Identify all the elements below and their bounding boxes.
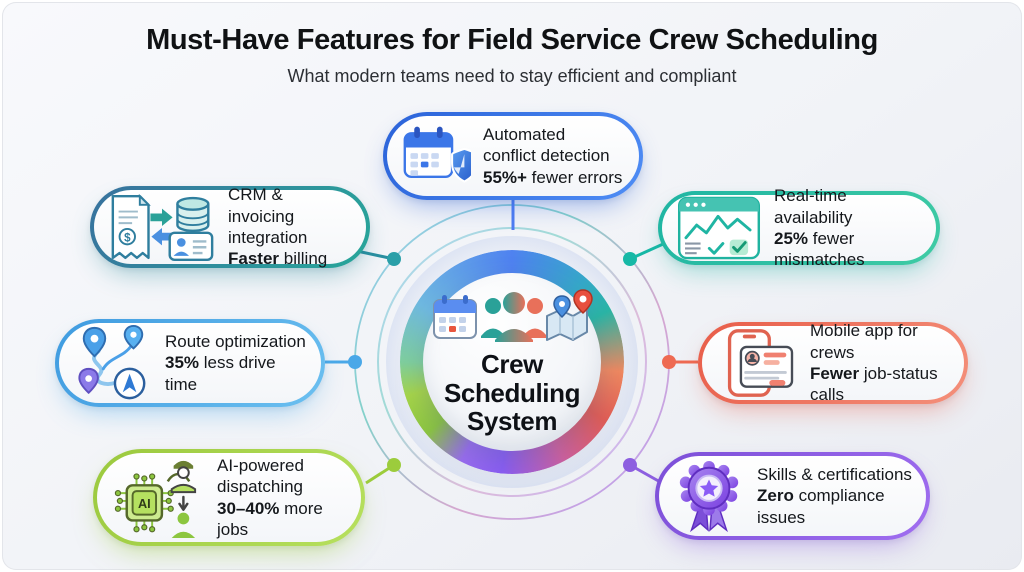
feature-stat-rest: less drive time <box>165 353 276 394</box>
feature-stat-rest: billing <box>279 249 328 269</box>
feature-line: AI-powered <box>217 455 304 475</box>
crew-people-icon <box>481 292 547 343</box>
feature-text: Skills & certifications Zero compliance … <box>757 464 912 528</box>
map-pins-icon <box>546 289 593 342</box>
feature-text: Automated conflict detection 55%+ fewer … <box>483 124 622 188</box>
feature-stat: 30–40% more jobs <box>217 498 347 541</box>
certification-badge-icon <box>673 457 745 535</box>
feature-stat-rest: fewer mismatches <box>774 229 865 270</box>
page-title: Must-Have Features for Field Service Cre… <box>146 24 878 56</box>
feature-pill-route-optimization: Route optimization 35% less drive time <box>55 319 325 407</box>
node-dot-upper-right <box>623 252 637 266</box>
header: Must-Have Features for Field Service Cre… <box>0 24 1024 87</box>
feature-stat-rest: job-status calls <box>810 364 938 405</box>
page-subtitle: What modern teams need to stay efficient… <box>287 66 737 86</box>
calendar-shield-icon <box>401 123 471 189</box>
connector-upper-left <box>351 248 395 261</box>
feature-line: integration <box>228 228 308 247</box>
svg-text:AI: AI <box>138 496 151 510</box>
hub-title-line: Scheduling <box>443 377 581 408</box>
feature-stat: 35% less drive time <box>165 352 307 395</box>
feature-text: Real-time availability 25% fewer mismatc… <box>774 185 922 271</box>
feature-pill-mobile-app-for-crews: Mobile app for crews Fewer job-status ca… <box>698 320 968 406</box>
hub-title-line: System <box>466 406 558 437</box>
hub-icon-cluster <box>433 289 593 343</box>
feature-line: Skills & certifications <box>757 464 912 484</box>
feature-stat: 55%+ fewer errors <box>483 167 622 188</box>
feature-stat-bold: Faster <box>228 249 280 269</box>
hub-circle: Crew Scheduling System <box>423 273 601 451</box>
feature-pill-skills-certifications: Skills & certifications Zero compliance … <box>655 452 930 540</box>
feature-stat: Zero compliance issues <box>757 485 912 528</box>
feature-text: Route optimization 35% less drive time <box>165 331 307 395</box>
feature-line: Mobile app for crews <box>810 321 918 362</box>
invoice-sync-icon: $ <box>108 192 216 262</box>
feature-stat-rest: fewer errors <box>526 167 623 187</box>
node-dot-upper-left <box>387 252 401 266</box>
feature-stat: Faster billing <box>228 248 352 269</box>
feature-stat-rest: more jobs <box>217 498 323 539</box>
feature-text: CRM & invoicing integration Faster billi… <box>228 184 352 270</box>
svg-text:$: $ <box>124 232 131 244</box>
feature-stat-bold: 25% <box>774 229 809 248</box>
ai-chip-dispatch-icon: AI <box>111 456 205 540</box>
feature-stat-rest: compliance issues <box>757 486 885 527</box>
feature-line: Automated <box>483 124 566 144</box>
node-dot-left <box>348 355 362 369</box>
feature-stat-bold: Fewer <box>810 364 860 383</box>
feature-pill-automated-conflict-detection: Automated conflict detection 55%+ fewer … <box>383 112 643 200</box>
feature-text: AI-powered dispatching 30–40% more jobs <box>217 455 347 541</box>
feature-pill-real-time-availability: Real-time availability 25% fewer mismatc… <box>658 186 940 269</box>
calendar-icon <box>433 295 477 340</box>
node-dot-lower-right <box>623 458 637 472</box>
feature-line: Route optimization <box>165 331 306 351</box>
feature-stat: Fewer job-status calls <box>810 363 950 406</box>
feature-pill-crm-invoicing-integration: $ CRM & invoicing integration Faster bil… <box>90 184 370 270</box>
node-dot-right <box>662 355 676 369</box>
feature-line: dispatching <box>217 477 304 497</box>
route-map-icon <box>73 324 153 402</box>
feature-stat: 25% fewer mismatches <box>774 228 922 271</box>
node-dot-lower-left <box>387 458 401 472</box>
mobile-app-icon <box>716 328 798 398</box>
availability-chart-icon <box>676 195 762 261</box>
feature-stat-bold: 55%+ <box>483 167 527 187</box>
feature-stat-bold: 35% <box>165 353 200 373</box>
feature-stat-bold: 30–40% <box>217 498 280 518</box>
feature-line: CRM & invoicing <box>228 185 295 226</box>
hub-title-line: Crew <box>481 349 543 380</box>
feature-text: Mobile app for crews Fewer job-status ca… <box>810 320 950 406</box>
feature-pill-ai-powered-dispatching: AI AI-powered dispatching 30–40% more jo… <box>93 449 365 546</box>
feature-line: conflict detection <box>483 146 610 166</box>
feature-stat-bold: Zero <box>757 486 794 506</box>
feature-line: Real-time availability <box>774 186 853 227</box>
connector-upper-right <box>629 238 673 261</box>
